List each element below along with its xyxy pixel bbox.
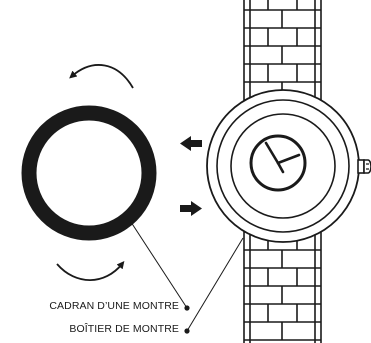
callout-lines <box>129 219 243 331</box>
callout-dot-case <box>184 328 189 333</box>
watch-case-label: BOÎTIER DE MONTRE <box>69 324 179 335</box>
arrow-right-icon <box>180 201 202 216</box>
watch-dial-label: CADRAN D’UNE MONTRE <box>49 301 179 312</box>
watch-crown <box>358 160 371 173</box>
callout-dot-dial <box>184 305 189 310</box>
curved-arrow-icon <box>57 264 122 280</box>
detached-dial-ring <box>29 113 149 233</box>
watch-dial <box>251 136 305 190</box>
curved-arrow-icon <box>72 65 133 88</box>
arrow-left-icon <box>180 136 202 151</box>
